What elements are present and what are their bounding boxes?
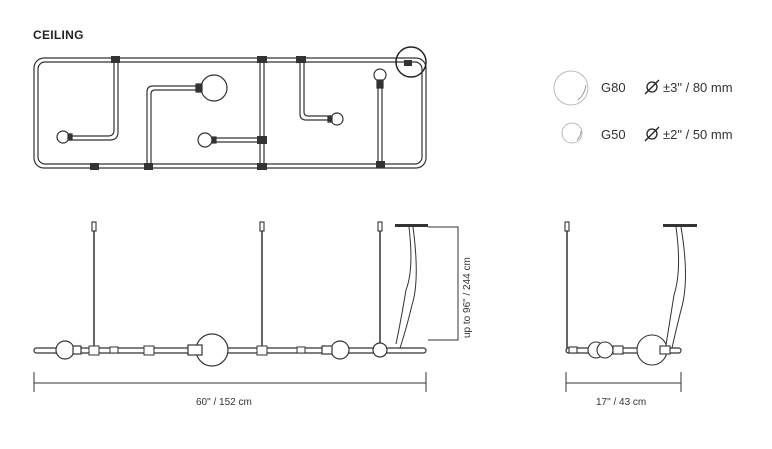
g80-bulb-icon [200, 74, 228, 102]
g50-bulb-icon [372, 342, 388, 358]
section-title: CEILING [33, 28, 84, 42]
g50-bulb-icon [373, 68, 387, 82]
legend-g50-code: G50 [601, 127, 626, 142]
g50-bulb-icon [197, 132, 213, 148]
ceiling-plan-view [33, 57, 427, 169]
g50-globe-icon [561, 122, 583, 144]
legend-g80-size: ±3" / 80 mm [663, 80, 733, 95]
plan-bulbs [56, 46, 427, 148]
length-dimension-label: 60" / 152 cm [196, 397, 252, 408]
g50-bulb-icon [55, 340, 75, 360]
front-elevation: up to 96" / 244 cm 60" / 152 cm [33, 221, 473, 408]
side-elevation: 17" / 43 cm [564, 221, 697, 408]
legend-icons [553, 70, 660, 144]
g80-globe-icon [553, 70, 589, 106]
legend-g50-size: ±2" / 50 mm [663, 127, 733, 142]
g50-bulb-icon [330, 112, 344, 126]
depth-dimension-label: 17" / 43 cm [596, 397, 646, 408]
g50-bulb-icon [596, 341, 614, 359]
diameter-icon [644, 79, 660, 142]
g50-bulb-icon [330, 340, 350, 360]
ceiling-plan-connectors [90, 56, 412, 170]
g50-bulb-icon [56, 130, 70, 144]
detail-callout-icon [395, 46, 427, 78]
legend-g80-code: G80 [601, 80, 626, 95]
drop-dimension-label: up to 96" / 244 cm [462, 257, 473, 338]
